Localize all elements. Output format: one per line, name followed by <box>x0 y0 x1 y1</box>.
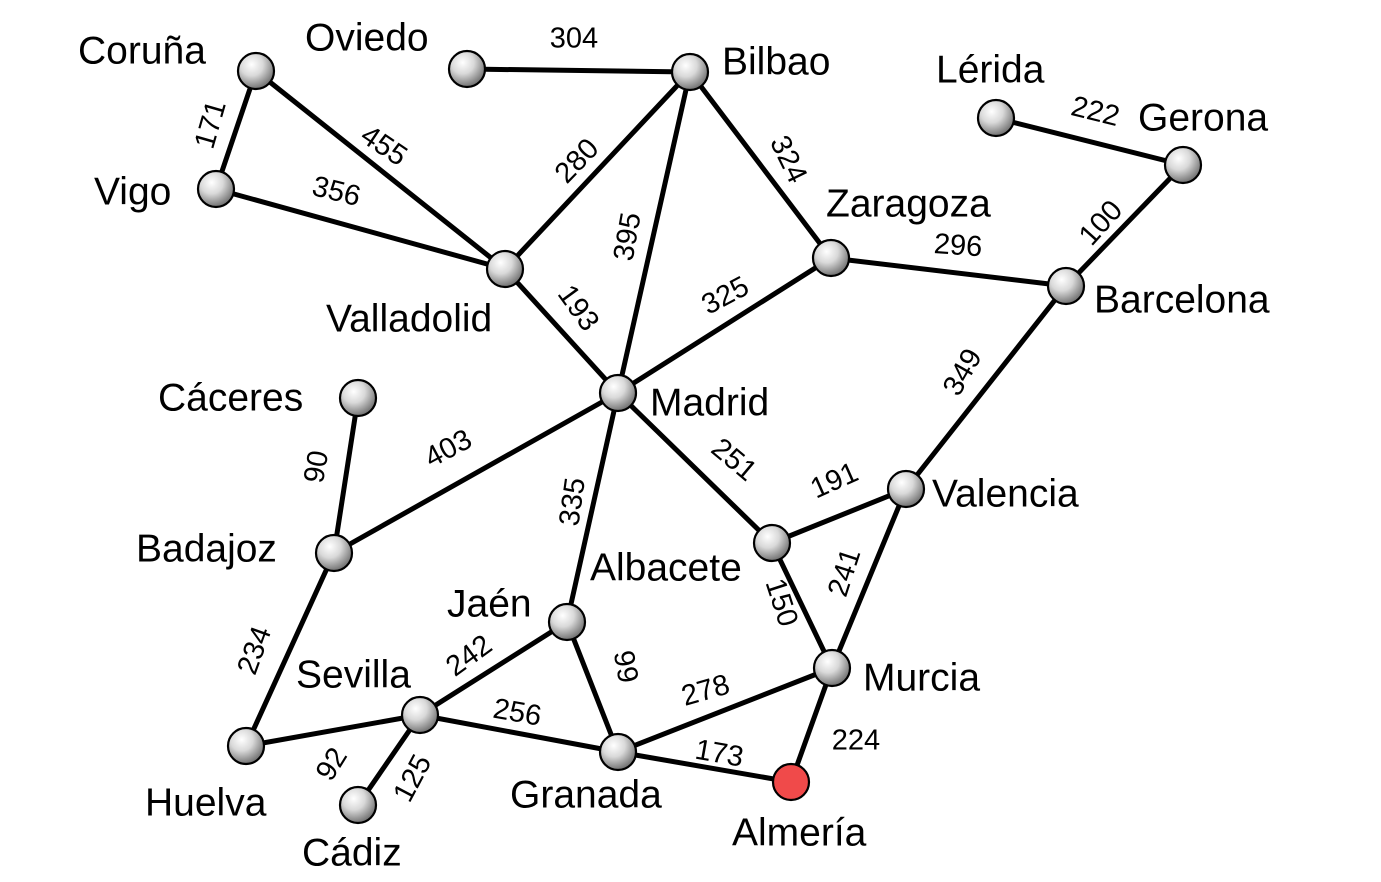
city-node-albacete <box>752 523 792 563</box>
edge-bilbao-madrid <box>615 69 693 396</box>
city-label-badajoz: Badajoz <box>136 527 277 570</box>
edge-madrid-jaen <box>564 390 621 625</box>
edge-jaen-granada <box>564 619 621 755</box>
edge-weight-label: 191 <box>806 456 863 505</box>
city-node-lerida <box>976 98 1016 138</box>
city-label-caceres: Cáceres <box>158 376 303 419</box>
city-label-barcelona: Barcelona <box>1094 278 1270 321</box>
city-label-almeria: Almería <box>732 811 867 854</box>
edge-valladolid-madrid <box>502 266 621 396</box>
city-node-gerona <box>1163 145 1203 185</box>
edge-lerida-gerona <box>993 115 1186 168</box>
city-node-zaragoza <box>811 238 851 278</box>
edge-albacete-valencia <box>769 486 909 546</box>
edge-madrid-albacete <box>615 390 775 546</box>
city-label-vigo: Vigo <box>94 170 171 213</box>
edge-albacete-murcia <box>769 540 835 671</box>
edge-coruna-valladolid <box>253 68 508 272</box>
city-node-barcelona <box>1046 266 1086 306</box>
edge-weight-label: 278 <box>678 669 733 713</box>
edge-weight-label: 356 <box>309 170 364 213</box>
edge-weight-label: 242 <box>440 629 498 683</box>
edge-granada-almeria <box>615 749 794 785</box>
edge-weight-label: 99 <box>607 648 644 685</box>
city-label-huelva: Huelva <box>145 781 267 824</box>
edge-vigo-valladolid <box>213 186 508 272</box>
city-node-madrid <box>598 373 638 413</box>
edge-sevilla-jaen <box>417 619 570 718</box>
edge-badajoz-madrid <box>331 390 621 556</box>
edge-caceres-badajoz <box>331 395 361 556</box>
edge-barcelona-valencia <box>903 283 1069 492</box>
city-label-sevilla: Sevilla <box>296 653 411 696</box>
city-node-cadiz <box>338 785 378 825</box>
edge-zaragoza-barcelona <box>828 255 1069 289</box>
city-label-coruna: Coruña <box>78 29 206 72</box>
city-label-zaragoza: Zaragoza <box>826 182 991 225</box>
city-node-murcia <box>812 648 852 688</box>
edge-weight-label: 304 <box>550 23 598 55</box>
edges-layer <box>213 66 1186 808</box>
city-label-lerida: Lérida <box>936 48 1045 91</box>
edge-gerona-barcelona <box>1063 162 1186 289</box>
city-node-valladolid <box>485 249 525 289</box>
city-label-cadiz: Cádiz <box>302 831 402 874</box>
city-node-badajoz <box>314 533 354 573</box>
edge-weight-label: 251 <box>705 432 763 488</box>
edge-weight-label: 125 <box>387 749 438 807</box>
edge-valencia-murcia <box>829 486 909 671</box>
city-label-madrid: Madrid <box>650 381 769 424</box>
city-label-oviedo: Oviedo <box>305 16 429 59</box>
edge-weight-label: 222 <box>1068 90 1123 133</box>
edge-granada-murcia <box>615 665 835 755</box>
city-node-vigo <box>196 169 236 209</box>
edge-weight-label: 234 <box>231 622 278 678</box>
edge-badajoz-huelva <box>243 550 337 749</box>
city-label-valencia: Valencia <box>932 472 1079 515</box>
edge-weight-label: 171 <box>189 97 233 152</box>
edge-coruna-vigo <box>213 68 259 192</box>
city-node-huelva <box>226 726 266 766</box>
edge-weight-label: 335 <box>553 476 591 528</box>
edge-weight-label: 280 <box>549 133 606 190</box>
edge-weight-label: 92 <box>310 742 354 786</box>
city-label-gerona: Gerona <box>1138 96 1268 139</box>
edge-weight-label: 150 <box>759 575 804 631</box>
city-label-jaen: Jaén <box>447 582 532 625</box>
city-node-jaen <box>547 602 587 642</box>
edge-bilbao-zaragoza <box>687 69 834 261</box>
city-node-coruna <box>236 51 276 91</box>
edge-sevilla-granada <box>417 712 621 755</box>
edge-weight-label: 241 <box>822 545 867 601</box>
nodes-layer <box>196 49 1203 825</box>
edge-weight-label: 256 <box>491 693 544 733</box>
city-node-valencia <box>886 469 926 509</box>
city-label-albacete: Albacete <box>590 546 742 589</box>
edge-weight-label: 296 <box>933 228 984 263</box>
edge-weight-label: 224 <box>832 725 880 757</box>
city-label-murcia: Murcia <box>863 656 980 699</box>
city-node-bilbao <box>670 52 710 92</box>
city-label-valladolid: Valladolid <box>326 297 492 340</box>
edge-madrid-zaragoza <box>615 255 834 396</box>
city-label-granada: Granada <box>510 773 662 816</box>
edge-weight-label: 90 <box>298 448 335 485</box>
edge-weight-label: 395 <box>608 210 648 263</box>
edge-weight-label: 100 <box>1073 194 1129 251</box>
edge-huelva-sevilla <box>243 712 423 749</box>
city-label-bilbao: Bilbao <box>722 40 830 83</box>
edge-weight-label: 455 <box>355 119 413 173</box>
city-node-oviedo <box>447 49 487 89</box>
edge-weight-label: 403 <box>419 423 477 474</box>
city-node-caceres <box>338 378 378 418</box>
edge-murcia-almeria <box>788 665 835 785</box>
edge-oviedo-bilbao <box>464 66 693 75</box>
city-node-granada <box>598 732 638 772</box>
edge-valladolid-bilbao <box>502 69 693 272</box>
city-node-sevilla <box>400 695 440 735</box>
city-node-almeria <box>771 762 811 802</box>
